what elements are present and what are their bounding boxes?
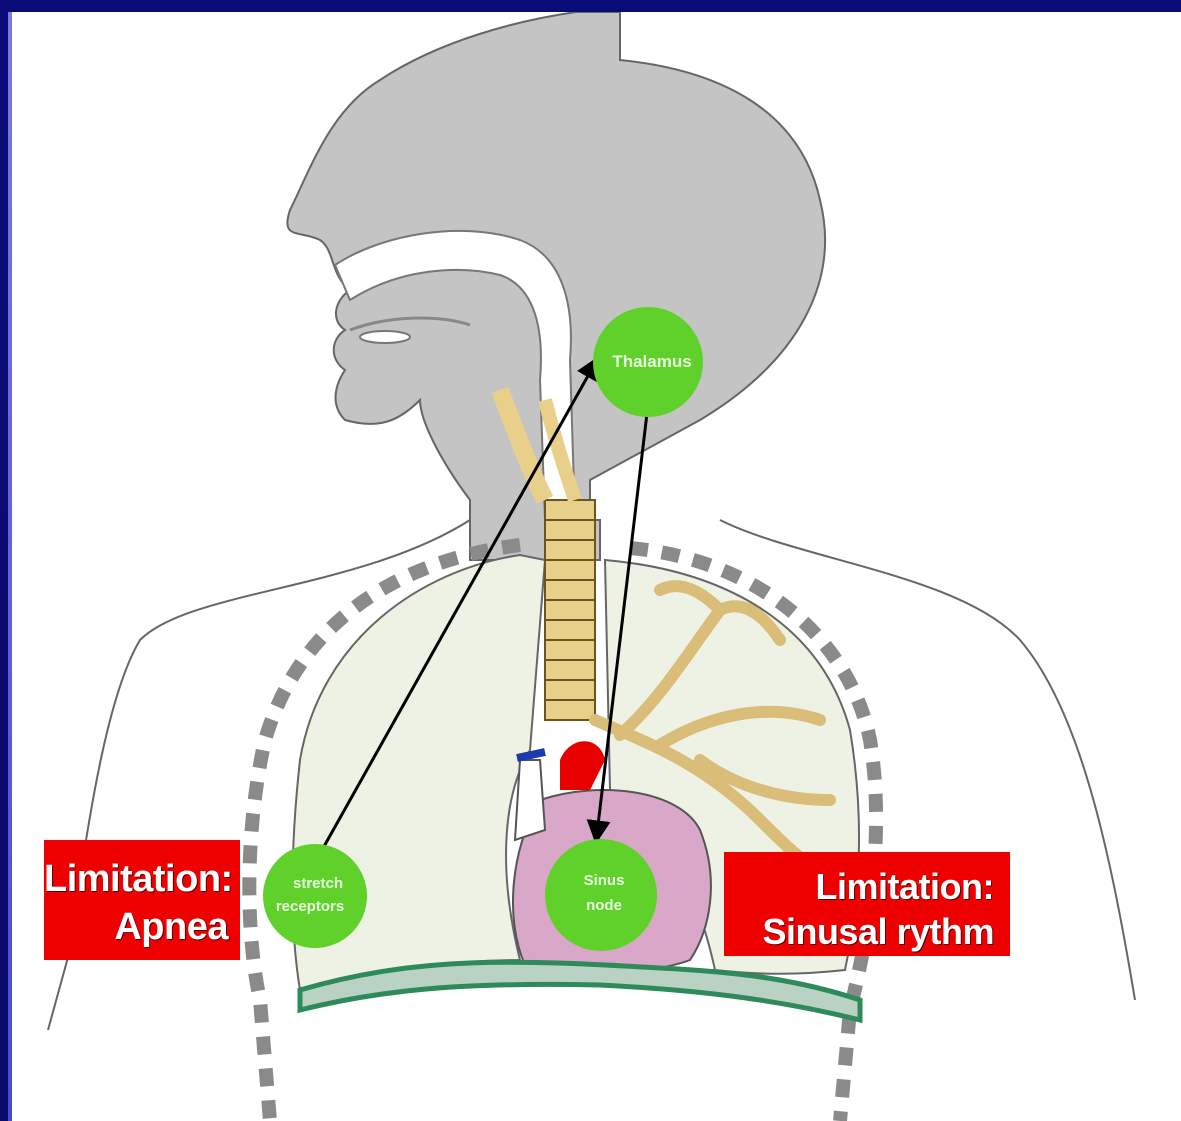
thalamus-label: Thalamus bbox=[612, 352, 691, 371]
callout-right-line1: Limitation: bbox=[724, 864, 994, 909]
limitation-sinusal-rythm-callout: Limitation: Sinusal rythm bbox=[724, 852, 1010, 956]
callout-left-line1: Limitation: bbox=[44, 856, 228, 904]
vena-cava bbox=[515, 760, 545, 840]
stretch-receptors-node bbox=[263, 844, 367, 948]
sinus-node-label-line1: Sinus bbox=[584, 872, 625, 889]
aorta bbox=[560, 741, 605, 790]
callout-left-line2: Apnea bbox=[44, 904, 228, 952]
sinus-node-label-line2: node bbox=[586, 897, 622, 914]
callout-right-line2: Sinusal rythm bbox=[724, 909, 994, 954]
stretch-receptors-label-line1: stretch bbox=[293, 875, 343, 892]
limitation-apnea-callout: Limitation: Apnea bbox=[44, 840, 240, 960]
sinus-node-node bbox=[545, 839, 657, 951]
trachea bbox=[545, 500, 595, 720]
stretch-receptors-label-line2: receptors bbox=[276, 898, 344, 915]
mouth-opening bbox=[360, 331, 410, 343]
